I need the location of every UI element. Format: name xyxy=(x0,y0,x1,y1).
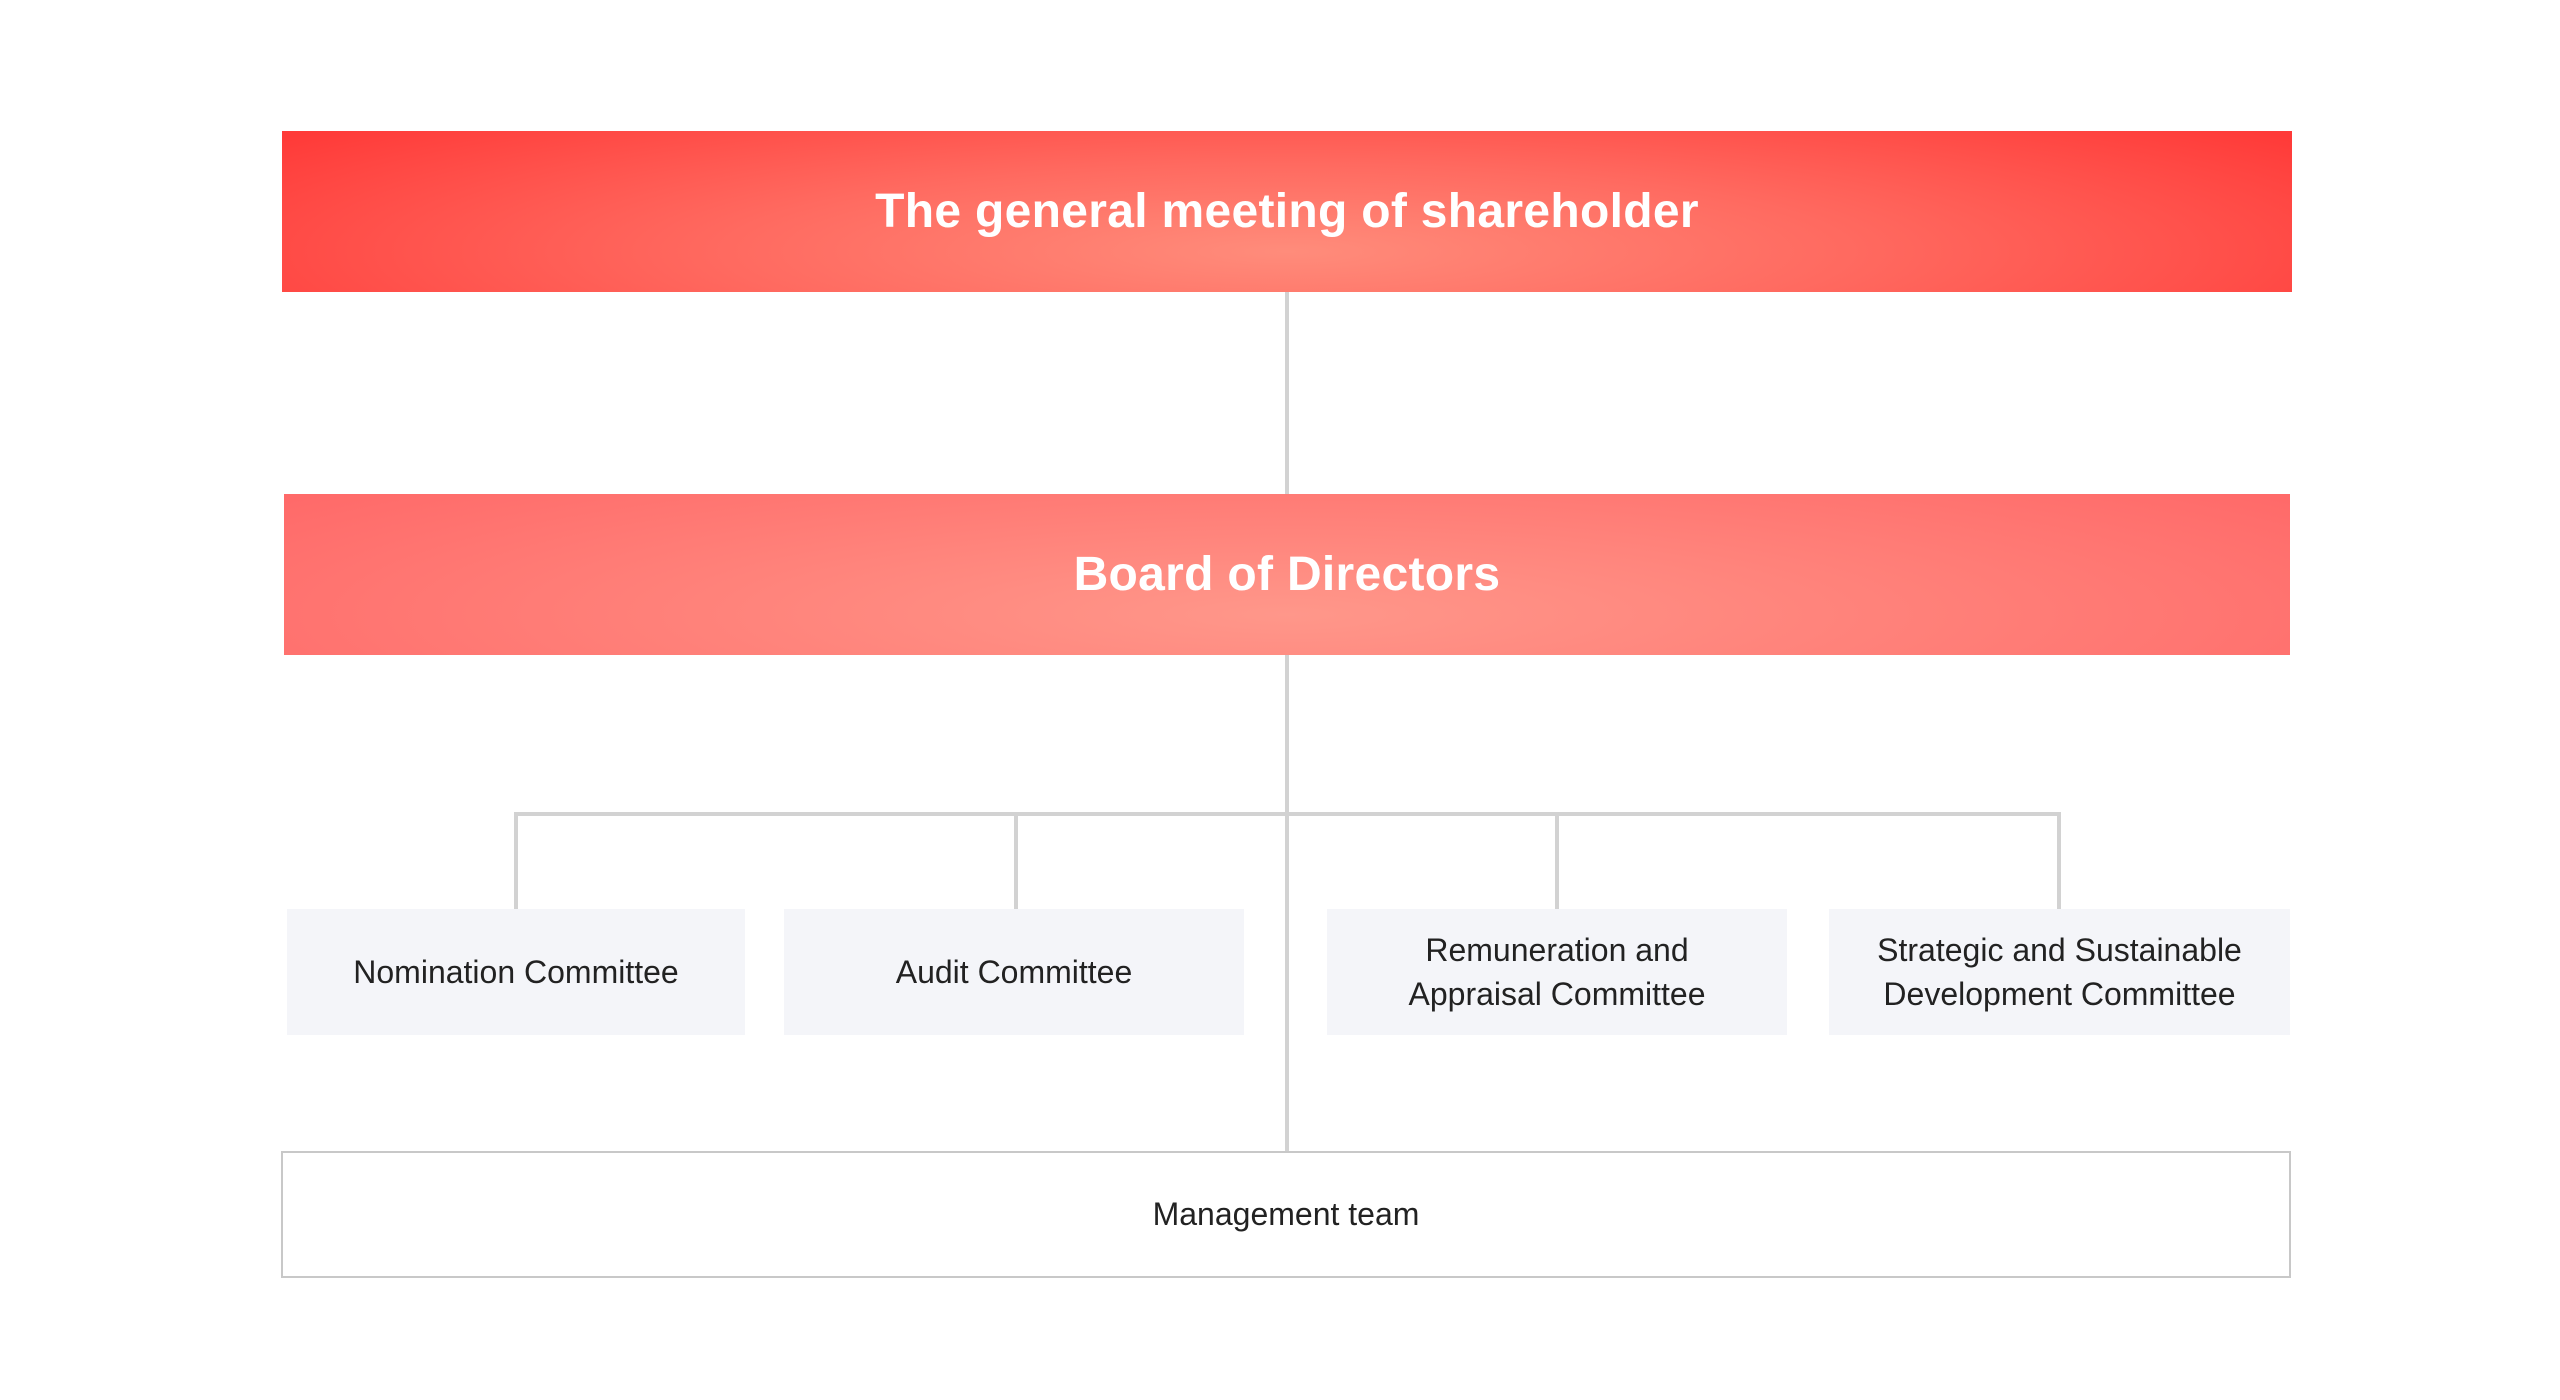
board-of-directors-label: Board of Directors xyxy=(1073,548,1501,601)
remuneration-committee-node: Remuneration and Appraisal Committee xyxy=(1327,909,1787,1035)
shareholders-meeting-node: The general meeting of shareholder xyxy=(282,131,2292,292)
audit-committee-label: Audit Committee xyxy=(895,954,1133,990)
shareholders-meeting-label: The general meeting of shareholder xyxy=(875,185,1699,238)
management-team-node: Management team xyxy=(281,1151,2291,1278)
board-of-directors-node: Board of Directors xyxy=(284,494,2290,655)
nomination-committee-label: Nomination Committee xyxy=(353,954,679,990)
strategic-committee-label: Strategic and Sustainable Development Co… xyxy=(1877,932,2242,1012)
strategic-committee-node: Strategic and Sustainable Development Co… xyxy=(1829,909,2290,1035)
management-team-label: Management team xyxy=(1152,1196,1420,1232)
remuneration-committee-label: Remuneration and Appraisal Committee xyxy=(1408,932,1706,1012)
audit-committee-node: Audit Committee xyxy=(784,909,1244,1035)
nomination-committee-node: Nomination Committee xyxy=(287,909,745,1035)
